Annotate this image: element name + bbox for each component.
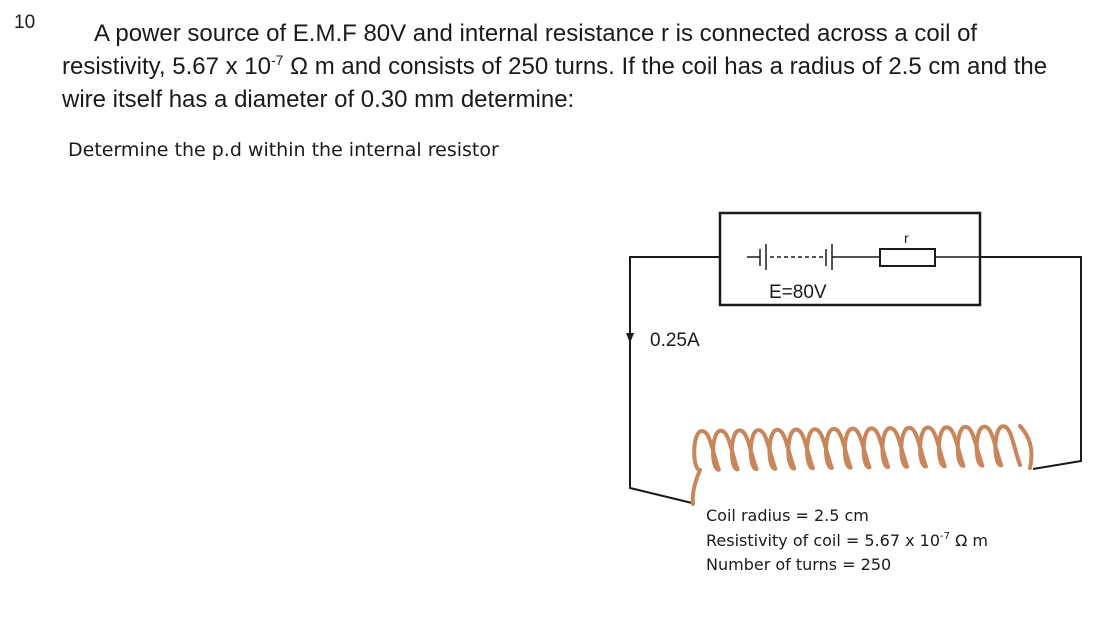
coil-lead-left	[690, 468, 702, 506]
problem-exponent: -7	[270, 52, 284, 68]
coil-turns-text: Number of turns = 250	[706, 555, 892, 574]
coil	[690, 424, 1034, 506]
current-arrow-icon	[626, 333, 634, 343]
battery-symbol	[747, 244, 980, 270]
coil-info: Coil radius = 2.5 cm Resistivity of coil…	[706, 504, 988, 578]
coil-resistivity-exponent: -7	[940, 530, 950, 542]
coil-resistivity-part1: Resistivity of coil = 5.67 x 10	[706, 530, 941, 550]
current-label: 0.25A	[650, 330, 700, 351]
coil-resistivity-part2: Ω m	[950, 530, 988, 550]
question-prompt: Determine the p.d within the internal re…	[68, 139, 499, 161]
coil-lead-right	[1018, 424, 1034, 470]
resistor-label: r	[904, 230, 909, 246]
emf-label: E=80V	[769, 282, 827, 303]
problem-statement: A power source of E.M.F 80V and internal…	[62, 17, 1072, 116]
coil-resistivity-text: Resistivity of coil = 5.67 x 10-7 Ω m	[706, 529, 988, 554]
coil-radius-text: Coil radius = 2.5 cm	[706, 506, 869, 525]
internal-resistor	[879, 248, 936, 267]
problem-text-part2: Ω m and consists of 250 turns. If the co…	[62, 53, 1048, 113]
question-number: 10	[14, 12, 36, 33]
circuit-wires	[629, 256, 1082, 504]
coil-windings	[692, 424, 1022, 472]
power-supply-box	[718, 211, 982, 307]
problem-text-part1: A power source of E.M.F 80V and internal…	[62, 20, 978, 80]
